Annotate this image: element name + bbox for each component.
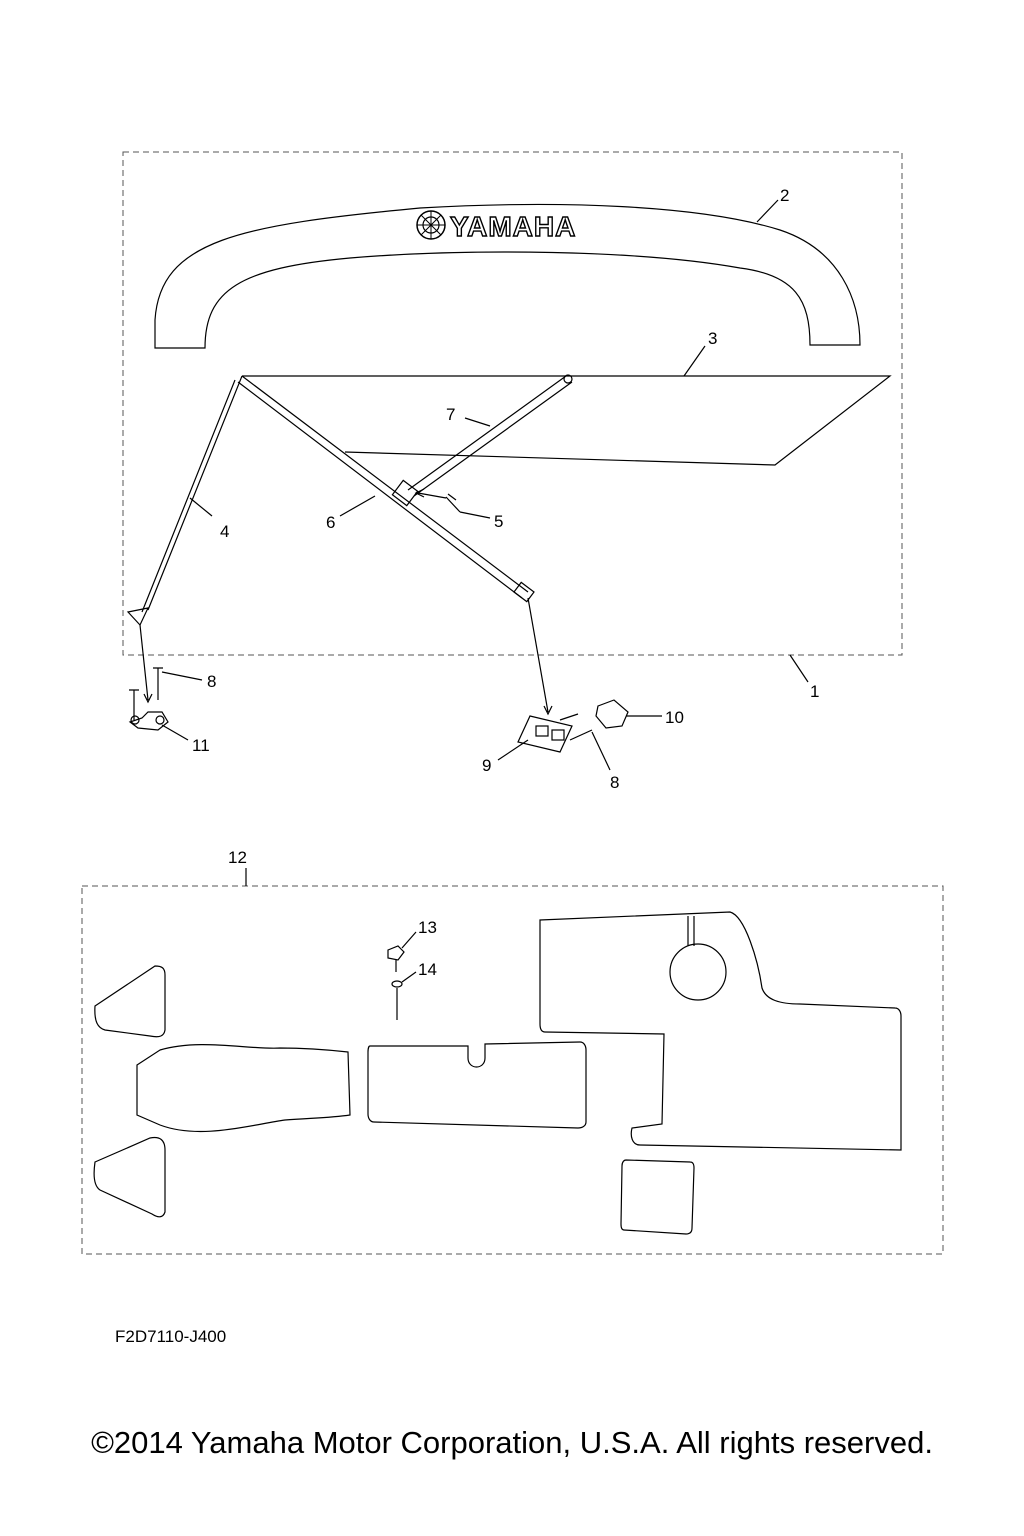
assembly-1-boundary: [122, 151, 903, 656]
part-6-pole[interactable]: [237, 375, 529, 599]
part-4-strap[interactable]: [141, 375, 243, 613]
mat-right-small[interactable]: [620, 1159, 695, 1235]
mat-right-large[interactable]: [539, 911, 902, 1151]
callout-12: 12: [228, 848, 247, 867]
support-pole-top: [563, 374, 573, 384]
copyright-notice: ©2014 Yamaha Motor Corporation, U.S.A. A…: [91, 1425, 933, 1460]
callout-1: 1: [810, 682, 819, 701]
part-8-screws-left[interactable]: [129, 667, 163, 720]
callout-4: 4: [220, 522, 229, 541]
part-2-arch[interactable]: [154, 203, 861, 349]
part-8-screws-right[interactable]: [559, 713, 593, 741]
pole-end-cap: [513, 581, 535, 603]
callout-6: 6: [326, 513, 335, 532]
callout-14: 14: [418, 960, 437, 979]
yamaha-logo-text: YAMAHA: [450, 211, 576, 242]
leader-5: [459, 511, 491, 519]
mat-left-lower[interactable]: [93, 1136, 166, 1218]
leader-9: [497, 739, 529, 761]
mat-center-left[interactable]: [136, 1043, 351, 1133]
part-9-mount-plate[interactable]: [517, 715, 573, 753]
leader-8-left: [161, 671, 203, 681]
part-11-bracket[interactable]: [128, 711, 169, 731]
leader-13: [401, 931, 417, 949]
leader-8-right: [591, 731, 611, 771]
leader-1: [789, 654, 809, 683]
leader-14: [401, 971, 417, 983]
leader-6: [339, 495, 376, 517]
mat-cutout-slit: [687, 916, 695, 946]
arrow-pole-mount: [527, 597, 553, 716]
arrow-strap-mount: [139, 624, 153, 704]
callout-7: 7: [446, 405, 455, 424]
part-7-support-pole[interactable]: [407, 375, 573, 497]
callout-2: 2: [780, 186, 789, 205]
leader-11: [161, 724, 189, 741]
mat-hatch-cutout: [669, 943, 727, 1001]
strap-end-fitting: [126, 607, 150, 627]
callout-9: 9: [482, 756, 491, 775]
leader-3: [683, 345, 706, 377]
pole-connector: [391, 479, 419, 507]
callout-11: 11: [192, 736, 210, 755]
callout-5: 5: [494, 512, 503, 531]
leader-2: [756, 199, 779, 223]
arrow-5: [414, 488, 447, 499]
diagram-code: F2D7110-J400: [115, 1327, 226, 1346]
callout-8-left: 8: [207, 672, 216, 691]
mat-center[interactable]: [367, 1041, 587, 1129]
part-10-knob[interactable]: [595, 699, 629, 729]
part-14-washer[interactable]: [391, 980, 403, 1020]
leader-4: [189, 497, 213, 517]
callout-8-right: 8: [610, 773, 619, 792]
part-13-fastener[interactable]: [387, 945, 405, 972]
part-5-bolt[interactable]: [445, 493, 461, 513]
assembly-12-boundary: [81, 885, 944, 1255]
callout-10: 10: [665, 708, 684, 727]
leader-7: [464, 417, 491, 427]
yamaha-logo: YAMAHA: [416, 210, 576, 243]
callout-3: 3: [708, 329, 717, 348]
callout-13: 13: [418, 918, 437, 937]
mat-left-upper[interactable]: [94, 965, 166, 1038]
part-3-canopy[interactable]: [242, 375, 892, 466]
